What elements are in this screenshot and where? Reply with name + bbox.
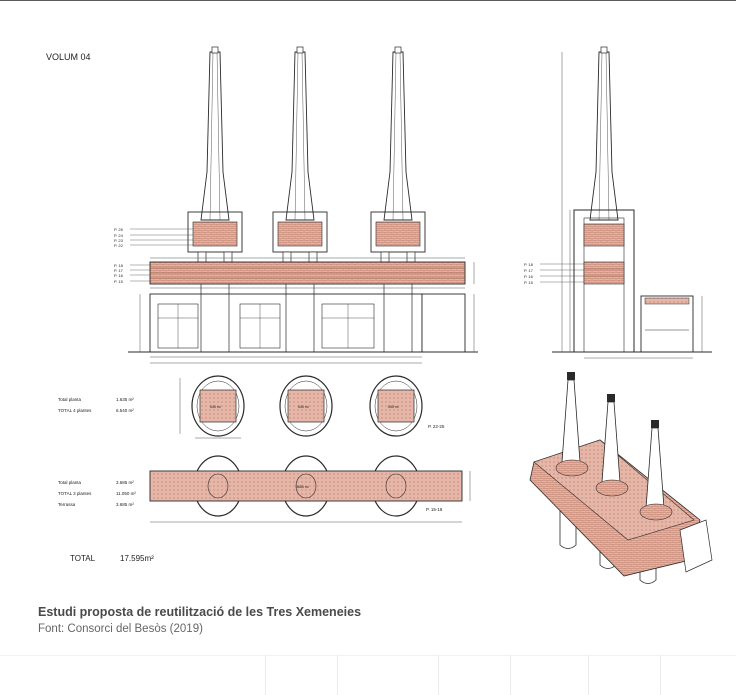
level-tag: P. 23	[114, 238, 124, 243]
level-tag: P. 22	[114, 243, 124, 248]
level-tag: P. 15	[114, 279, 124, 284]
level-tag: P. 16	[524, 274, 534, 279]
level-tags-upper: P. 25 P. 24 P. 23 P. 22	[114, 227, 193, 248]
top-border	[0, 0, 736, 1]
main-slab-plan	[149, 470, 463, 502]
grand-total-value: 17.595m²	[120, 554, 154, 563]
level-tag: P. 17	[524, 268, 534, 273]
level-tag: P. 17	[114, 268, 124, 273]
level-tag: P. 18	[114, 263, 124, 268]
chimney-left	[200, 46, 230, 221]
level-tag: P. 24	[114, 233, 124, 238]
plan-lower-terrace-label: Terrassa	[58, 502, 76, 507]
level-tag: P. 15	[524, 280, 534, 285]
divider	[660, 655, 661, 695]
section-level-tags: P. 18 P. 17 P. 16 P. 15	[524, 262, 584, 285]
level-tag: P. 16	[114, 273, 124, 278]
chimney-right	[383, 46, 413, 221]
level-tag: P. 25	[114, 227, 124, 232]
front-elevation: P. 25 P. 24 P. 23 P. 22 P. 18 P. 17 P. 1…	[114, 46, 478, 364]
divider	[510, 655, 511, 695]
upper-modules	[187, 211, 426, 263]
plan-lower-total-label: TOTAL 3 plantes	[58, 491, 92, 496]
plan-upper-floors-label: P. 22-25	[428, 424, 445, 429]
plan-upper-total-value: 6.540 m²	[116, 408, 134, 413]
plan-upper-area-tag: 545 m²	[298, 405, 310, 409]
plan-upper-area-tag: 545 m²	[210, 405, 222, 409]
grand-total-label: TOTAL	[70, 554, 96, 563]
plan-upper-area-tag: 545 m²	[388, 405, 400, 409]
divider	[265, 655, 266, 695]
divider	[438, 655, 439, 695]
plan-lower-floors-label: P. 15-18	[426, 507, 443, 512]
plan-lower-total-planta-label: Total planta	[58, 480, 82, 485]
volume-label: VOLUM 04	[46, 52, 91, 62]
caption-source: Font: Consorci del Besòs (2019)	[38, 623, 203, 635]
plan-lower-area-tag: 3685 m²	[296, 485, 310, 489]
plan-upper-total-planta-value: 1.635 m²	[116, 397, 134, 402]
plan-lower-total-value: 11.050 m²	[116, 491, 136, 496]
divider	[0, 655, 736, 656]
caption-title: Estudi proposta de reutilització de les …	[38, 605, 362, 619]
axonometric-view	[529, 372, 713, 584]
plan-upper-total-planta-label: Total planta	[58, 397, 82, 402]
level-tags-lower: P. 18 P. 17 P. 16 P. 15	[114, 263, 150, 284]
plan-upper-total-label: TOTAL 4 plantes	[58, 408, 92, 413]
divider	[588, 655, 589, 695]
plan-upper: Total planta 1.635 m² TOTAL 4 plantes 6.…	[58, 375, 445, 439]
divider	[337, 655, 338, 695]
architectural-sheet: VOLUM 04	[46, 46, 713, 584]
chimney-center	[285, 46, 315, 221]
level-tag: P. 18	[524, 262, 534, 267]
plan-lower-total-planta-value: 3.685 m²	[116, 480, 134, 485]
side-section: P. 18 P. 17 P. 16 P. 15	[524, 46, 712, 359]
plan-lower: Total planta 3.685 m² TOTAL 3 plantes 11…	[58, 455, 471, 523]
plan-lower-terrace-value: 3.685 m²	[116, 502, 134, 507]
